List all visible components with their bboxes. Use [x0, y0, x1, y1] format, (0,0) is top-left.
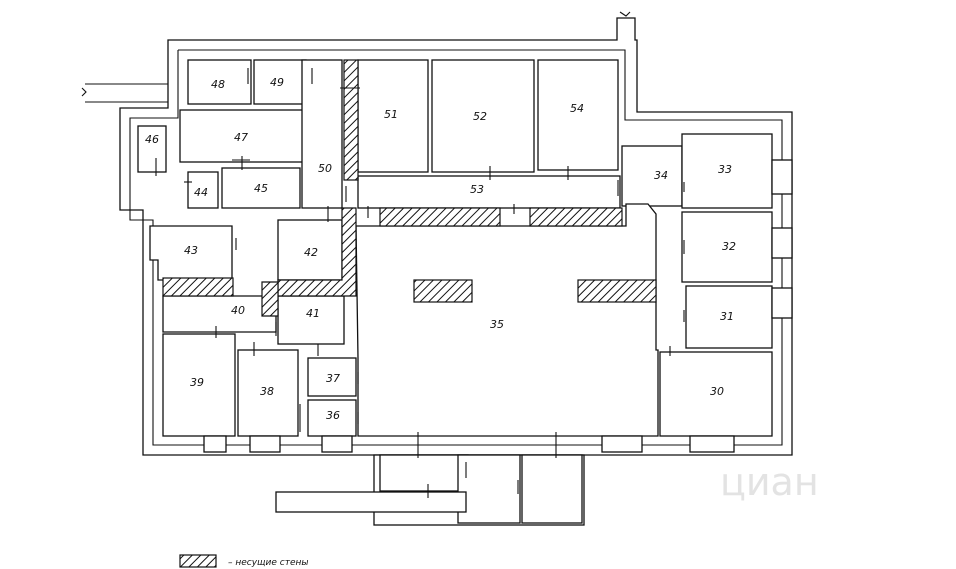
- room-50: [301, 59, 343, 209]
- room-40: [162, 295, 277, 333]
- legend-label: – несущие стены: [228, 558, 309, 568]
- room-36: [307, 399, 357, 437]
- room-51: [357, 59, 429, 173]
- room-label-44: 44: [194, 186, 208, 199]
- room-39: [162, 333, 236, 437]
- room-46: [137, 125, 167, 173]
- room-37: [307, 357, 357, 397]
- room-47: [179, 109, 306, 163]
- room-label-37: 37: [326, 372, 340, 385]
- bottom-annex: [275, 454, 585, 526]
- room-label-41: 41: [306, 307, 320, 320]
- room-label-47: 47: [234, 131, 248, 144]
- room-label-53: 53: [470, 183, 484, 196]
- room-44: [187, 171, 219, 209]
- door-marks: [155, 68, 685, 498]
- room-52: [431, 59, 535, 173]
- room-33: [681, 133, 773, 209]
- room-label-34: 34: [654, 169, 668, 182]
- room-38: [237, 349, 299, 437]
- room-31: [685, 285, 773, 349]
- room-label-43: 43: [184, 244, 198, 257]
- room-label-39: 39: [190, 376, 204, 389]
- windows: [203, 159, 793, 453]
- load-bearing-walls: [162, 59, 657, 317]
- entrance-canopy: [81, 11, 631, 103]
- room-34: [621, 145, 683, 207]
- room-label-36: 36: [326, 409, 340, 422]
- room-label-35: 35: [490, 318, 504, 331]
- room-label-32: 32: [722, 240, 736, 253]
- room-30: [659, 351, 773, 437]
- room-label-48: 48: [211, 78, 225, 91]
- legend: – несущие стены: [179, 554, 309, 568]
- room-label-33: 33: [718, 163, 732, 176]
- room-label-40: 40: [231, 304, 245, 317]
- room-35: [355, 203, 659, 437]
- room-label-30: 30: [710, 385, 724, 398]
- room-label-49: 49: [270, 76, 284, 89]
- room-label-42: 42: [304, 246, 318, 259]
- legend-swatch: [179, 554, 217, 568]
- watermark-text: циан: [720, 460, 819, 504]
- room-54: [537, 59, 619, 171]
- room-45: [221, 167, 301, 209]
- room-label-52: 52: [473, 110, 487, 123]
- room-label-51: 51: [384, 108, 398, 121]
- room-label-54: 54: [570, 102, 584, 115]
- room-43: [149, 225, 233, 281]
- room-41: [277, 295, 345, 345]
- room-label-45: 45: [254, 182, 268, 195]
- room-32: [681, 211, 773, 283]
- room-label-50: 50: [318, 162, 332, 175]
- room-label-31: 31: [720, 310, 734, 323]
- room-49: [253, 59, 307, 105]
- room-label-38: 38: [260, 385, 274, 398]
- room-48: [187, 59, 252, 105]
- room-53: [357, 175, 621, 209]
- room-label-46: 46: [145, 133, 159, 146]
